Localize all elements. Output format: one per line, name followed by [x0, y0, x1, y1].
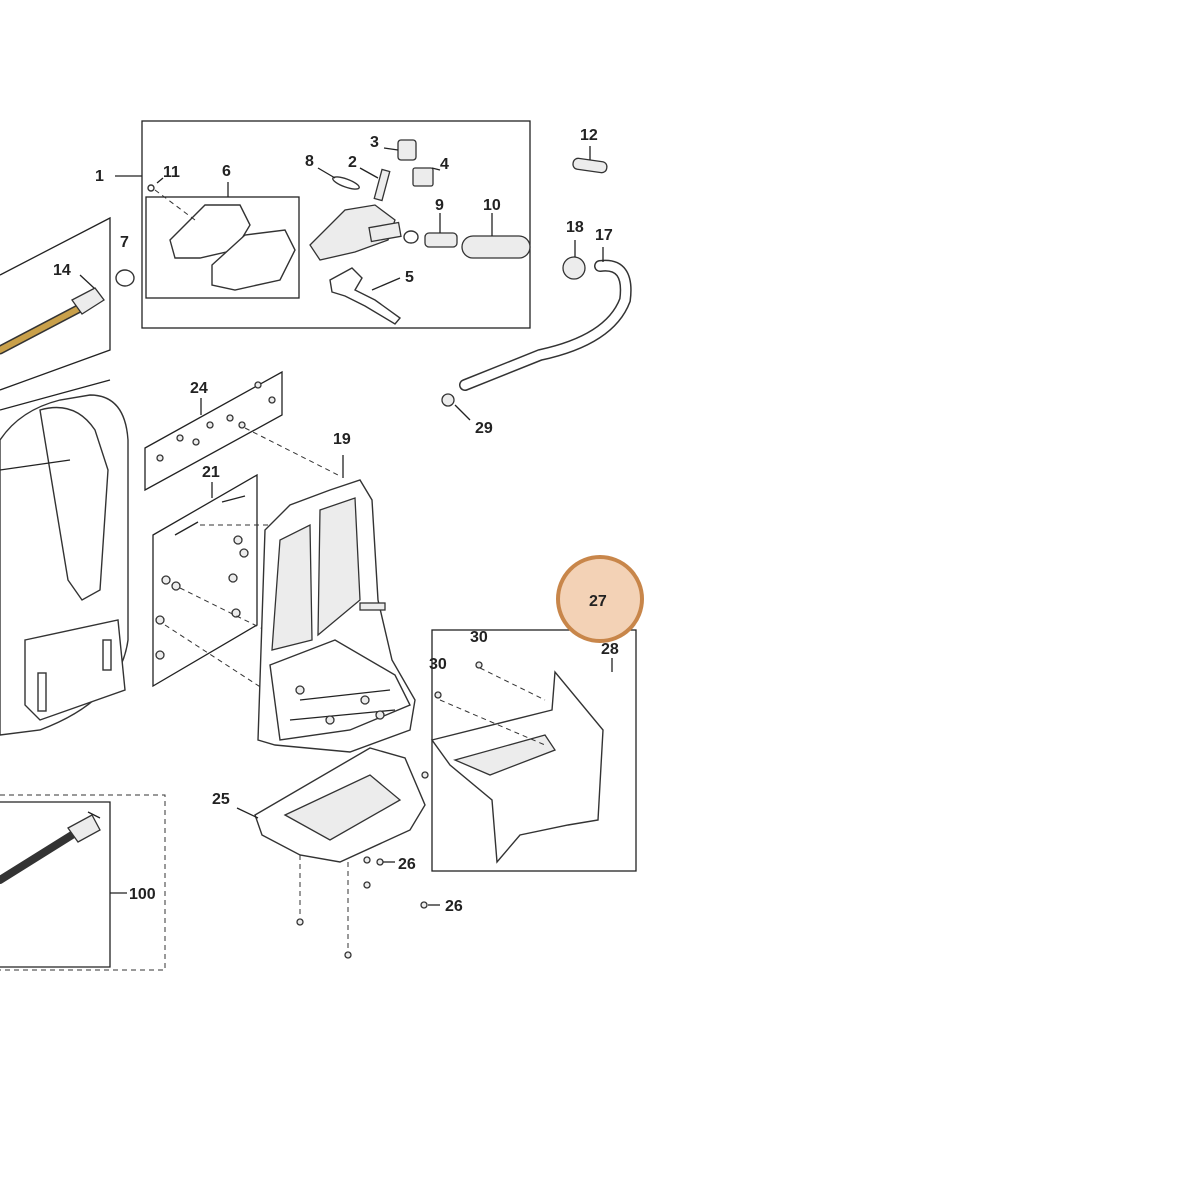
handle-assembly-group — [115, 120, 531, 329]
callout-7: 7 — [120, 234, 129, 251]
handle-shell-box — [145, 196, 300, 299]
handle-shell-part-b — [211, 229, 296, 291]
knob-part — [397, 139, 417, 161]
highlight-circle — [556, 555, 644, 643]
clamp-part — [441, 393, 455, 407]
callout-2: 2 — [348, 154, 357, 171]
hose-group — [441, 146, 632, 421]
cover-part — [430, 670, 604, 864]
callout-26-b: 26 — [445, 898, 463, 915]
callout-1: 1 — [95, 168, 104, 185]
o-ring-part — [332, 176, 360, 190]
callout-labels: 1 2 3 4 5 6 7 8 9 10 11 12 14 17 18 19 2… — [53, 127, 619, 915]
callout-30-a: 30 — [470, 629, 488, 646]
base-tray-part — [236, 747, 440, 959]
screws-24-group — [144, 370, 339, 492]
callout-18: 18 — [566, 219, 584, 236]
filter-part — [424, 232, 458, 248]
valve-stem-part — [373, 168, 391, 202]
callout-100: 100 — [129, 886, 156, 903]
callout-17: 17 — [595, 227, 613, 244]
callout-6: 6 — [222, 163, 231, 180]
nut-18-part — [562, 256, 586, 280]
callout-10: 10 — [483, 197, 501, 214]
fasteners-21-group — [152, 473, 290, 691]
callout-11: 11 — [163, 164, 180, 181]
nut-part — [412, 167, 434, 187]
callout-3: 3 — [370, 134, 379, 151]
callout-25: 25 — [212, 791, 230, 808]
callout-8: 8 — [305, 153, 314, 170]
callout-27: 27 — [589, 593, 607, 610]
callout-14: 14 — [53, 262, 71, 279]
callout-12: 12 — [580, 127, 598, 144]
connector-part — [572, 157, 608, 174]
extension-part — [461, 235, 531, 259]
callout-9: 9 — [435, 197, 444, 214]
handle-assembly-box — [141, 120, 531, 329]
backpack-frame-part — [257, 455, 416, 753]
callout-19: 19 — [333, 431, 351, 448]
callout-30-b: 30 — [429, 656, 447, 673]
nozzle-part — [71, 287, 105, 315]
cover-assembly-box — [431, 629, 637, 872]
wand-group — [0, 216, 135, 391]
callout-26-a: 26 — [398, 856, 416, 873]
callout-5: 5 — [405, 269, 414, 286]
ring-part — [115, 269, 135, 287]
wand-100-group — [0, 794, 166, 971]
backpack-outline — [0, 379, 129, 736]
callout-4: 4 — [440, 156, 449, 173]
callout-21: 21 — [202, 464, 220, 481]
trigger-part — [329, 267, 402, 325]
callout-24: 24 — [190, 380, 208, 397]
callout-29: 29 — [475, 420, 493, 437]
callout-28: 28 — [601, 641, 619, 658]
